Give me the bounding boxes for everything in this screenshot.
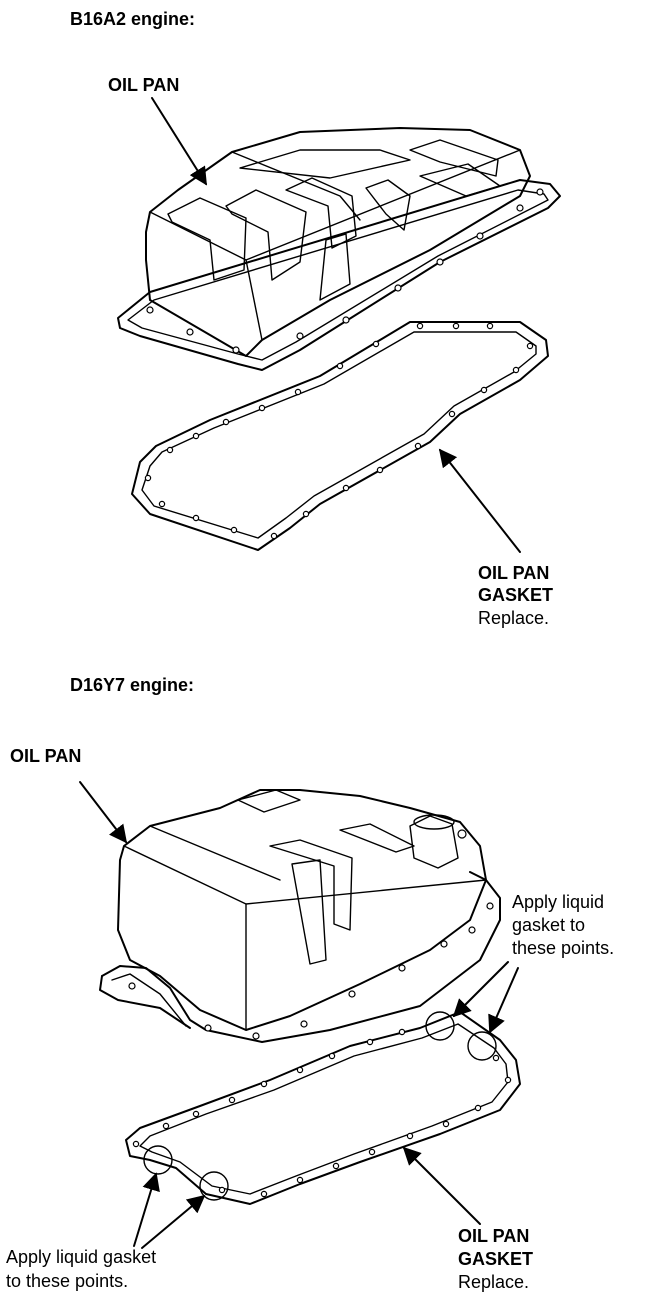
d16y7-gasket [125,1011,521,1205]
b16a2-gasket [131,321,549,551]
d16y7-title: D16Y7 engine: [70,675,195,695]
b16a2-gasket-arrow [438,448,521,553]
b16a2-oil-pan-arrow [151,97,207,186]
b16a2-oil-pan [117,127,561,371]
d16y7-gasket-note: Replace. [458,1272,530,1292]
b16a2-gasket-label-1: OIL PAN [478,563,550,583]
apply-right-line-3: these points. [512,938,615,958]
apply-left-line-2: to these points. [6,1271,129,1291]
apply-left-arrow-1 [133,1172,160,1247]
d16y7-oil-pan [99,789,501,1043]
d16y7-gasket-arrow [402,1146,481,1225]
b16a2-gasket-label-2: GASKET [478,585,554,605]
b16a2-title: B16A2 engine: [70,9,196,29]
apply-left-arrow-2 [141,1194,206,1249]
b16a2-gasket-note: Replace. [478,608,550,628]
d16y7-oil-pan-arrow [79,781,128,844]
b16a2-oil-pan-label: OIL PAN [108,75,180,95]
apply-right-arrow-1 [452,961,509,1018]
d16y7-oil-pan-label: OIL PAN [10,746,82,766]
apply-right-arrow-2 [488,967,519,1034]
apply-right-line-1: Apply liquid [512,892,605,912]
apply-left-line-1: Apply liquid gasket [6,1247,157,1267]
d16y7-gasket-label-1: OIL PAN [458,1226,530,1246]
apply-right-line-2: gasket to [512,915,586,935]
d16y7-gasket-label-2: GASKET [458,1249,534,1269]
